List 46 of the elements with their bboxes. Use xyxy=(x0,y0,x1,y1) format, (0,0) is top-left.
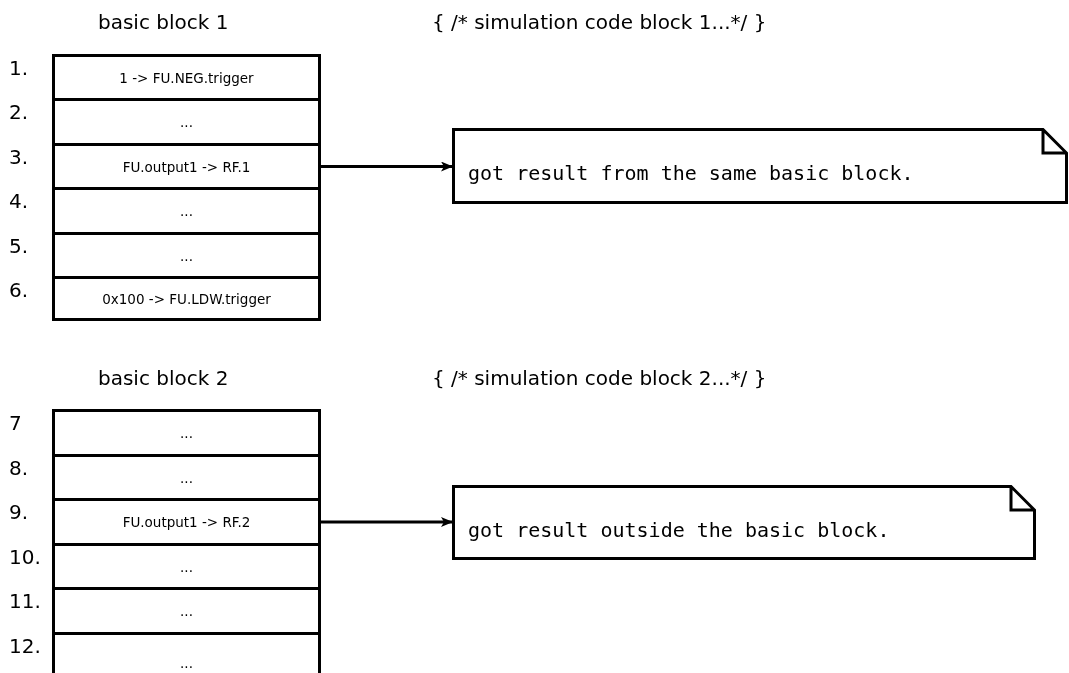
instruction-text: FU.output1 -> RF.2 xyxy=(122,514,251,530)
line-number: 7 xyxy=(9,413,22,433)
line-number: 12. xyxy=(9,636,41,656)
instruction-text: ... xyxy=(180,654,193,671)
instruction-text: ... xyxy=(180,558,193,575)
code-comment: { /* simulation code block 1...*/ } xyxy=(432,12,767,32)
note-text: got result outside the basic block. xyxy=(467,516,890,542)
instruction-text: FU.output1 -> RF.1 xyxy=(122,158,251,175)
note-text: got result from the same basic block. xyxy=(467,160,914,185)
instruction-text: ... xyxy=(180,203,193,219)
instruction-row xyxy=(52,454,321,501)
arrow xyxy=(320,517,453,527)
instruction-text: ... xyxy=(180,247,193,264)
instruction-text: ... xyxy=(180,114,193,130)
note-box xyxy=(452,128,1068,204)
line-number: 5. xyxy=(9,236,29,256)
line-number: 3. xyxy=(9,147,29,167)
instruction-row xyxy=(52,276,321,321)
instruction-row xyxy=(52,143,321,190)
instruction-text: 0x100 -> FU.LDW.trigger xyxy=(102,290,271,307)
instruction-text: 1 -> FU.NEG.trigger xyxy=(119,69,254,86)
instruction-row xyxy=(52,409,321,457)
line-number: 11. xyxy=(9,591,41,611)
instruction-text: ... xyxy=(180,425,193,441)
instruction-row xyxy=(52,54,321,101)
code-comment: { /* simulation code block 2...*/ } xyxy=(432,368,767,388)
line-number: 2. xyxy=(9,102,29,122)
instruction-row xyxy=(52,498,321,546)
instruction-row xyxy=(52,587,321,635)
instruction-text: ... xyxy=(180,469,193,486)
line-number: 10. xyxy=(9,547,41,567)
line-number: 9. xyxy=(9,502,29,522)
line-number: 1. xyxy=(9,58,29,78)
instruction-row xyxy=(52,543,321,590)
line-number: 6. xyxy=(9,280,29,300)
note-box xyxy=(452,485,1036,560)
instruction-text: ... xyxy=(180,603,193,619)
instruction-row xyxy=(52,232,321,279)
block-title: basic block 2 xyxy=(98,368,229,388)
line-number: 4. xyxy=(9,191,29,211)
line-number: 8. xyxy=(9,458,29,478)
arrow xyxy=(320,161,453,172)
block-title: basic block 1 xyxy=(98,12,229,32)
instruction-row xyxy=(52,187,321,235)
instruction-row xyxy=(52,632,321,673)
instruction-row xyxy=(52,98,321,146)
